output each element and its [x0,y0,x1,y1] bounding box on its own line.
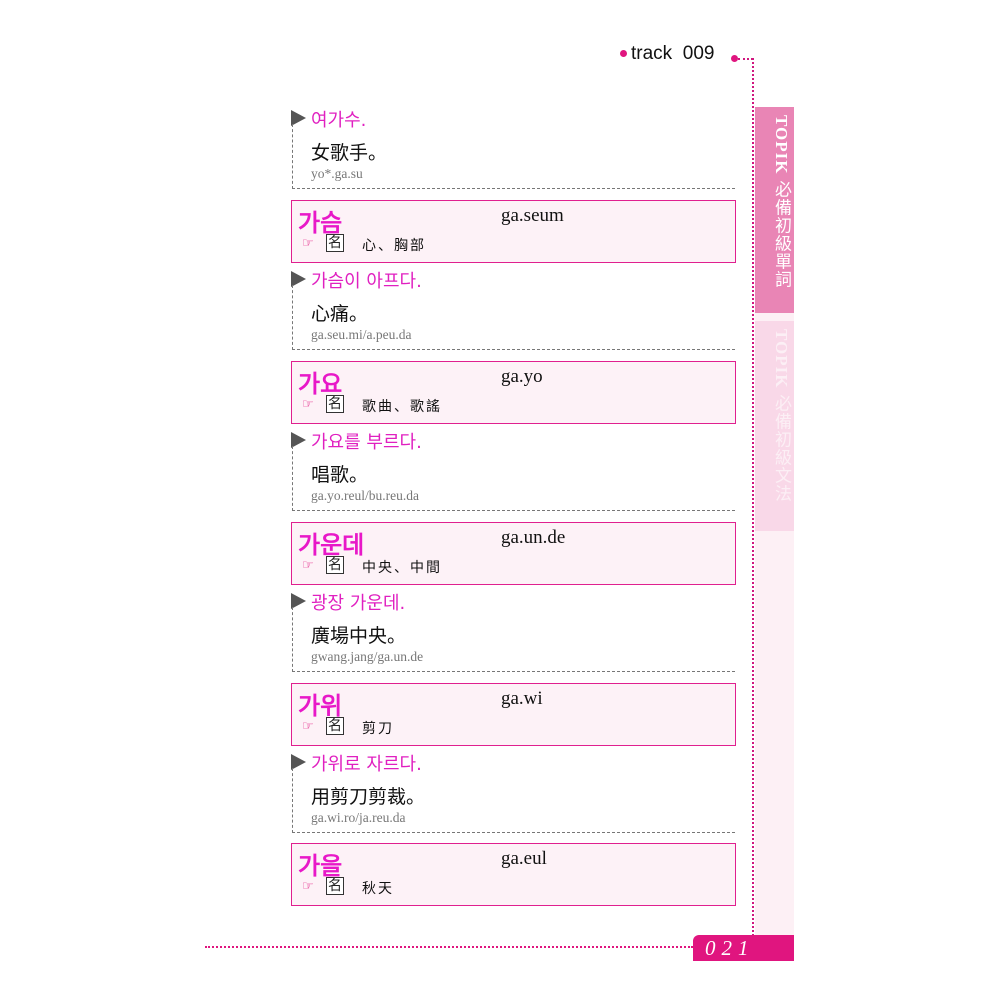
dashed-frame [292,285,735,350]
meaning: 歌曲、歌謠 [362,399,442,415]
example-romanization: gwang.jang/ga.un.de [311,649,424,664]
part-of-speech: 名 [326,395,344,413]
tab-latin: TOPIK [772,115,791,175]
headword: 가요 [298,370,343,398]
meaning: 中央、中間 [362,560,442,576]
track-text: track [631,43,673,64]
example-chinese: 心痛。 [311,303,369,325]
vocab-entry: 가운데 ga.un.de ☞ 名 中央、中間 [291,522,736,585]
dashed-frame [292,607,735,672]
page-number: 021 [693,935,794,961]
vocab-entry: 가을 ga.eul ☞ 名 秋天 [291,843,736,906]
example-korean: 가요를 부르다. [311,432,422,453]
headword-romanization: ga.seum [501,205,564,226]
bullet-icon [620,50,627,58]
pointing-hand-icon: ☞ [302,397,314,412]
example-chinese: 唱歌。 [311,464,369,486]
bullet-icon [731,55,738,62]
example-romanization: ga.wi.ro/ja.reu.da [311,810,406,825]
divider [205,946,693,948]
example-sentence: 광장 가운데. 廣場中央。 gwang.jang/ga.un.de [291,593,735,673]
example-korean: 광장 가운데. [311,593,406,614]
example-sentence: 가위로 자르다. 用剪刀剪裁。 ga.wi.ro/ja.reu.da [291,754,735,834]
headword-romanization: ga.eul [501,848,547,869]
example-sentence: 가슴이 아프다. 心痛。 ga.seu.mi/a.peu.da [291,271,735,351]
example-romanization: yo*.ga.su [311,166,363,181]
play-arrow-icon [291,593,306,609]
divider [752,58,754,948]
play-arrow-icon [291,110,306,126]
vocab-entry: 가위 ga.wi ☞ 名 剪刀 [291,683,736,746]
headword: 가위 [298,692,343,720]
tab-vocabulary[interactable]: TOPIK 必備初級單詞 [755,107,794,313]
meaning: 剪刀 [362,721,394,737]
headword: 가을 [298,852,343,880]
dashed-frame [292,446,735,511]
example-korean: 가슴이 아프다. [311,271,422,292]
example-chinese: 用剪刀剪裁。 [311,786,426,808]
pointing-hand-icon: ☞ [302,879,314,894]
part-of-speech: 名 [326,877,344,895]
example-romanization: ga.yo.reul/bu.reu.da [311,488,419,503]
tab-label: 必備初級文法 [771,394,791,503]
part-of-speech: 名 [326,234,344,252]
part-of-speech: 名 [326,717,344,735]
example-chinese: 女歌手。 [311,142,388,164]
headword-romanization: ga.wi [501,688,543,709]
pointing-hand-icon: ☞ [302,236,314,251]
track-number: 009 [682,43,715,64]
play-arrow-icon [291,432,306,448]
tab-grammar[interactable]: TOPIK 必備初級文法 [755,321,794,531]
tab-label: 必備初級單詞 [771,180,791,289]
example-korean: 가위로 자르다. [311,754,422,775]
vocab-entry: 가슴 ga.seum ☞ 名 心、胸部 [291,200,736,263]
play-arrow-icon [291,754,306,770]
meaning: 心、胸部 [362,238,426,254]
headword-romanization: ga.yo [501,366,543,387]
track-label: track 009 [620,43,714,65]
dashed-frame [292,768,735,833]
example-korean: 여가수. [311,110,367,131]
example-sentence: 여가수. 女歌手。 yo*.ga.su [291,110,735,190]
pointing-hand-icon: ☞ [302,719,314,734]
part-of-speech: 名 [326,556,344,574]
pointing-hand-icon: ☞ [302,558,314,573]
divider [738,58,753,60]
example-sentence: 가요를 부르다. 唱歌。 ga.yo.reul/bu.reu.da [291,432,735,512]
dashed-frame [292,124,735,189]
example-chinese: 廣場中央。 [311,625,407,647]
play-arrow-icon [291,271,306,287]
headword: 가슴 [298,209,343,237]
meaning: 秋天 [362,881,394,897]
vocab-entry: 가요 ga.yo ☞ 名 歌曲、歌謠 [291,361,736,424]
headword: 가운데 [298,531,365,559]
tab-latin: TOPIK [772,329,791,389]
headword-romanization: ga.un.de [501,527,566,548]
example-romanization: ga.seu.mi/a.peu.da [311,327,412,342]
